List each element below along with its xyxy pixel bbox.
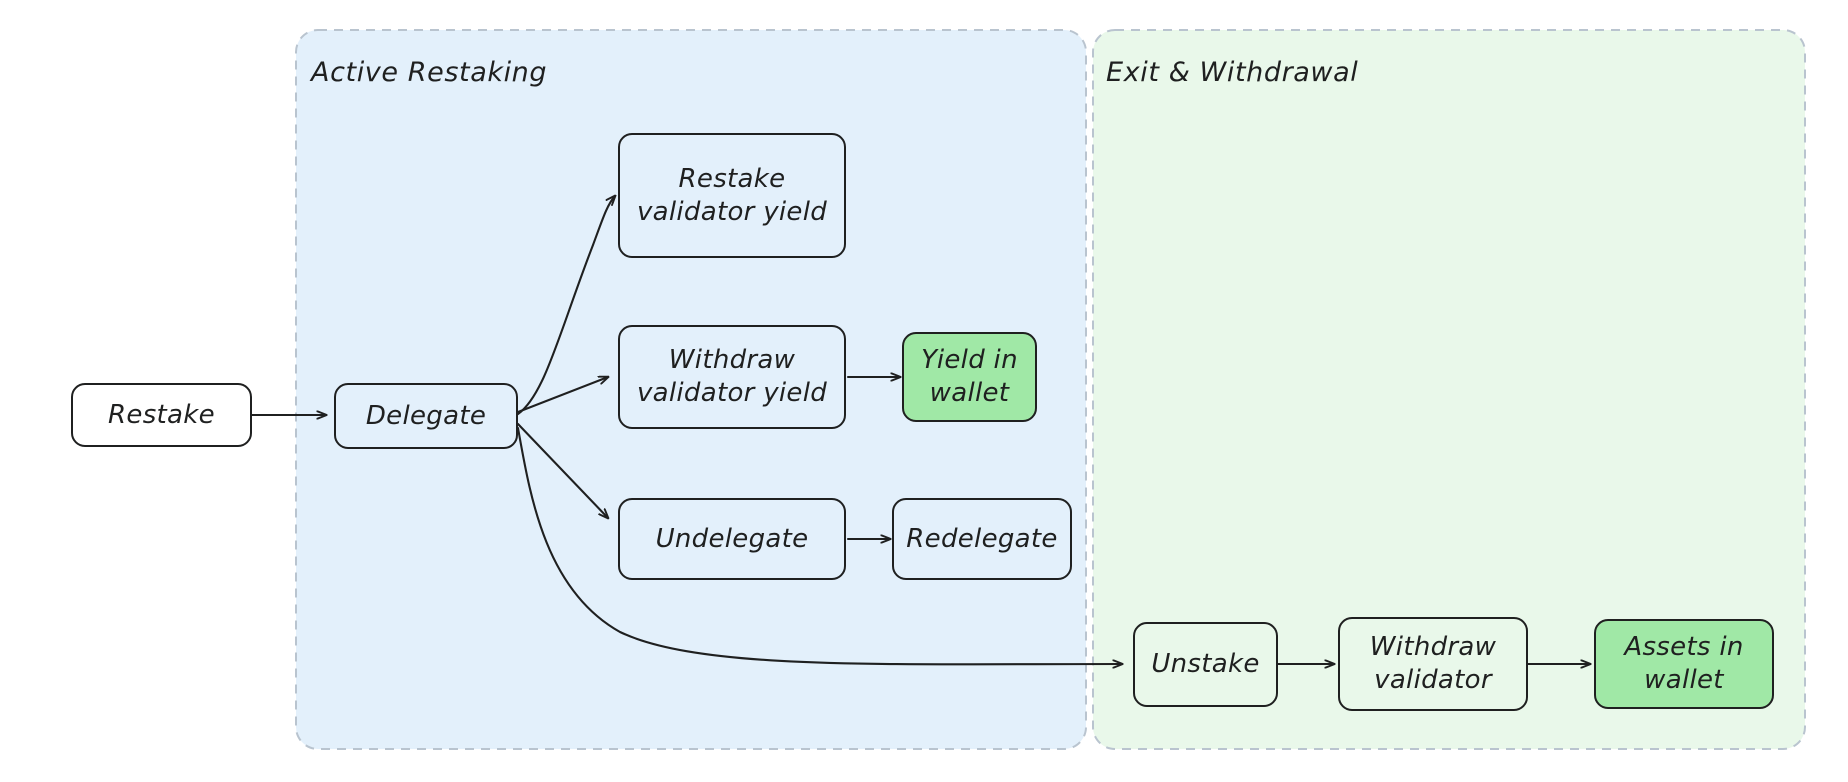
node-restake[interactable]: Restake [71, 383, 252, 447]
node-withdraw-validator-yield[interactable]: Withdraw validator yield [618, 325, 846, 429]
node-delegate[interactable]: Delegate [334, 383, 518, 449]
node-undelegate-label: Undelegate [655, 523, 809, 554]
node-unstake[interactable]: Unstake [1133, 622, 1278, 707]
node-undelegate[interactable]: Undelegate [618, 498, 846, 580]
node-assets-in-wallet-label: Assets in wallet [1624, 632, 1744, 695]
node-yield-in-wallet[interactable]: Yield in wallet [902, 332, 1037, 422]
edge-delegate-to-unstake [516, 426, 1122, 664]
edge-delegate-to-undelegate [516, 422, 608, 518]
node-delegate-label: Delegate [365, 400, 487, 431]
node-redelegate[interactable]: Redelegate [892, 498, 1072, 580]
node-restake-validator-yield-label: Restake validator yield [636, 163, 828, 227]
node-assets-in-wallet[interactable]: Assets in wallet [1594, 619, 1774, 709]
subgraph-label-active-restaking: Active Restaking [311, 57, 548, 88]
node-redelegate-label: Redelegate [906, 523, 1058, 554]
node-restake-label: Restake [108, 399, 215, 430]
edge-delegate-to-withdraw-validator-yield [516, 377, 608, 414]
subgraph-exit-withdrawal-box [1092, 29, 1806, 750]
node-unstake-label: Unstake [1151, 649, 1260, 680]
node-withdraw-validator[interactable]: Withdraw validator [1338, 617, 1528, 711]
node-withdraw-validator-yield-label: Withdraw validator yield [636, 345, 828, 408]
node-withdraw-validator-label: Withdraw validator [1369, 632, 1497, 695]
node-yield-in-wallet-label: Yield in wallet [921, 345, 1018, 408]
subgraph-label-exit-withdrawal: Exit & Withdrawal [1106, 57, 1359, 88]
edge-delegate-to-restake-validator-yield [516, 196, 615, 416]
node-restake-validator-yield[interactable]: Restake validator yield [618, 133, 846, 258]
